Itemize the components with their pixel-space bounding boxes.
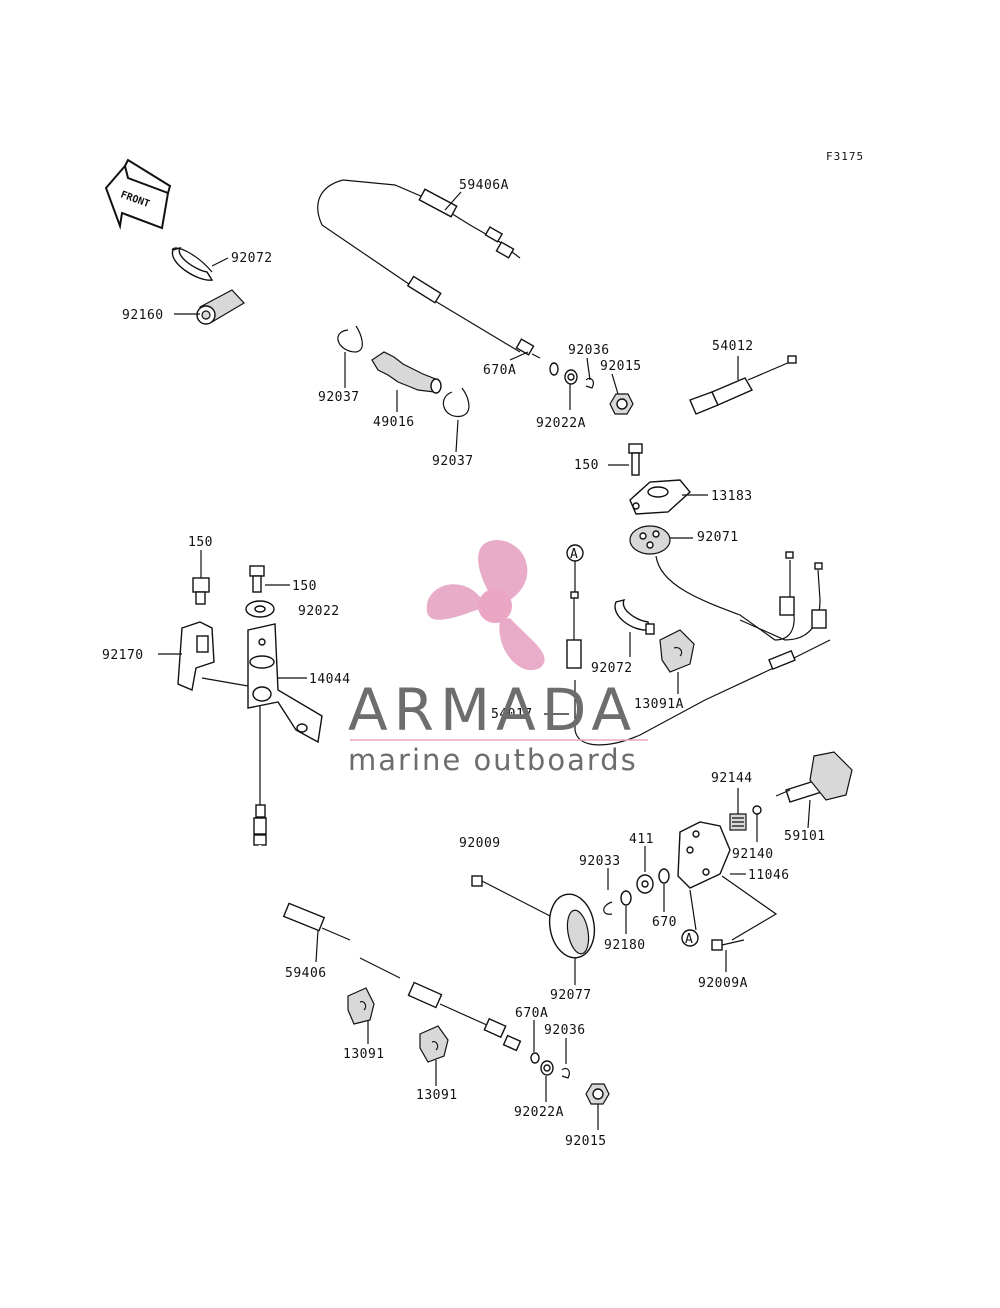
label-92022: 92022 <box>298 604 340 619</box>
label-92071: 92071 <box>697 530 739 545</box>
label-92077: 92077 <box>550 988 592 1003</box>
label-14044: 14044 <box>309 672 351 687</box>
ball-92140-icon <box>752 805 762 815</box>
callout-labels: 59406A 92072 92160 670A 92036 92015 9202… <box>102 178 826 1149</box>
label-92037-b: 92037 <box>432 454 474 469</box>
washer-670A-bottom-icon <box>530 1052 540 1064</box>
damper-13091A-icon <box>659 629 695 673</box>
washer-411-icon <box>636 874 654 894</box>
front-arrow-icon: FRONT <box>104 158 172 230</box>
label-13091-b: 13091 <box>416 1088 458 1103</box>
grommet-92071-icon <box>629 525 671 555</box>
plate-11046-icon <box>677 821 731 889</box>
cable-59406-icon <box>253 705 522 1052</box>
label-59406A: 59406A <box>459 178 509 193</box>
strap-92072-icon <box>171 246 214 281</box>
label-92144: 92144 <box>711 771 753 786</box>
label-11046: 11046 <box>748 868 790 883</box>
nut-92015-top-icon <box>609 393 634 415</box>
label-92022A-top: 92022A <box>536 416 586 431</box>
label-670A-top: 670A <box>483 363 516 378</box>
label-92180: 92180 <box>604 938 646 953</box>
label-49016: 49016 <box>373 415 415 430</box>
strap-92072-mid-icon <box>614 598 655 635</box>
watermark-brand: ARMADA <box>348 676 637 744</box>
clip-92037-lower-icon <box>442 387 470 417</box>
figure-code: F3175 <box>826 150 864 163</box>
cable-59406A-icon <box>317 179 541 359</box>
damper-13091-b-icon <box>419 1025 449 1063</box>
bolt-150-right-icon <box>628 443 643 476</box>
label-92036-top: 92036 <box>568 343 610 358</box>
nut-92015-bottom-icon <box>585 1083 610 1105</box>
spring-92144-icon <box>729 813 747 831</box>
bracket-14044-icon <box>247 623 323 744</box>
label-92037-a: 92037 <box>318 390 360 405</box>
damper-13091-a-icon <box>347 987 375 1025</box>
svg-text:A: A <box>570 547 578 562</box>
knob-92077-icon <box>548 893 596 959</box>
label-150-right: 150 <box>574 458 599 473</box>
label-54012: 54012 <box>712 339 754 354</box>
bracket-92170-icon <box>177 621 215 691</box>
bolt-150-center-icon <box>249 565 265 593</box>
label-150-left: 150 <box>188 535 213 550</box>
label-92009: 92009 <box>459 836 501 851</box>
label-92022A-bottom: 92022A <box>514 1105 564 1120</box>
label-13091A: 13091A <box>634 697 684 712</box>
label-670: 670 <box>652 915 677 930</box>
shaft-59101-icon <box>775 751 853 803</box>
label-92015-top: 92015 <box>600 359 642 374</box>
cable-54012-icon <box>652 355 797 473</box>
label-92072-mid: 92072 <box>591 661 633 676</box>
label-92140: 92140 <box>732 847 774 862</box>
leader-ref-a2 <box>689 889 697 931</box>
bolt-92009A-icon <box>711 939 745 951</box>
label-59406: 59406 <box>285 966 327 981</box>
washer-92022A-top-icon <box>564 369 578 385</box>
leader-11046-92009A <box>721 875 778 941</box>
sleeve-92160-icon <box>196 289 245 325</box>
plate-13183-icon <box>629 479 691 515</box>
cable-pair-icon <box>655 551 827 641</box>
bolt-150-left-icon <box>192 577 210 605</box>
reference-marker-a2: A <box>681 929 699 947</box>
label-13091-a: 13091 <box>343 1047 385 1062</box>
bolt-92009-icon <box>471 875 553 918</box>
label-59101: 59101 <box>784 829 826 844</box>
washer-92022-icon <box>245 600 275 618</box>
svg-text:A: A <box>685 932 693 947</box>
label-92009A: 92009A <box>698 976 748 991</box>
label-670A-bottom: 670A <box>515 1006 548 1021</box>
spring-washer-92036-bottom-icon <box>561 1067 570 1079</box>
watermark-tagline: marine outboards <box>348 743 638 777</box>
label-13183: 13183 <box>711 489 753 504</box>
washer-670A-top-icon <box>549 362 559 376</box>
reference-marker-a1: A <box>566 544 584 592</box>
label-411: 411 <box>629 832 654 847</box>
cable-54017-icon <box>566 591 831 746</box>
washer-92022A-bottom-icon <box>540 1060 554 1076</box>
leader-bracket <box>201 677 249 687</box>
boot-49016-icon <box>371 351 442 394</box>
label-92036-bottom: 92036 <box>544 1023 586 1038</box>
label-92072-top: 92072 <box>231 251 273 266</box>
oring-670-icon <box>658 868 670 884</box>
washer-92180-icon <box>620 890 632 906</box>
clip-92037-upper-icon <box>337 325 363 353</box>
watermark-logo-icon <box>426 540 545 671</box>
circlip-92033-icon <box>603 901 613 915</box>
label-92033: 92033 <box>579 854 621 869</box>
spring-washer-92036-top-icon <box>585 377 594 389</box>
label-92160: 92160 <box>122 308 164 323</box>
label-92015-bottom: 92015 <box>565 1134 607 1149</box>
label-54017: 54017 <box>491 707 533 722</box>
label-150-center: 150 <box>292 579 317 594</box>
leader-lines <box>158 191 811 1130</box>
label-92170: 92170 <box>102 648 144 663</box>
